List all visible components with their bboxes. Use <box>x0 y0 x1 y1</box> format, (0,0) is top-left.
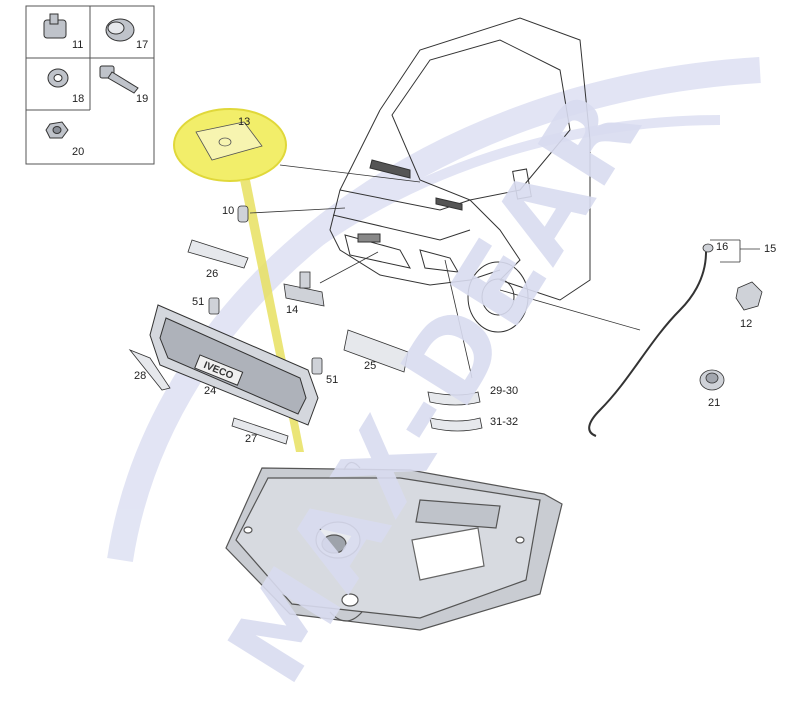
inset-label-11: 11 <box>72 39 84 51</box>
callout-16: 16 <box>716 241 729 253</box>
inset-label-19: 19 <box>136 93 149 105</box>
leader-lines <box>249 164 760 379</box>
callout-10: 10 <box>222 205 235 217</box>
cable-clip <box>735 281 763 311</box>
lock-bracket <box>283 271 325 307</box>
callout-21: 21 <box>708 397 721 409</box>
bump-stop-part <box>237 205 249 223</box>
clip-part-b <box>311 357 323 375</box>
callout-27: 27 <box>245 433 258 445</box>
callout-26: 26 <box>206 268 219 280</box>
latch-plate-large <box>225 461 563 631</box>
bolt-icon <box>99 65 139 94</box>
callout-51-a: 51 <box>192 296 205 308</box>
callout-28: 28 <box>134 370 147 382</box>
clip-part-a <box>208 297 220 315</box>
washer-icon <box>47 68 69 88</box>
callout-31-32: 31-32 <box>490 416 519 428</box>
inset-label-18: 18 <box>72 93 85 105</box>
callout-12: 12 <box>740 318 753 330</box>
latch-plate-thumbnail <box>195 121 263 161</box>
headlamp-trim <box>427 391 483 432</box>
front-grille <box>149 304 319 426</box>
grommet-part <box>699 369 725 391</box>
bolt-clip-icon <box>43 13 67 39</box>
inset-label-17: 17 <box>136 39 149 51</box>
lower-seal-strip <box>231 417 289 445</box>
watermark-swoosh <box>107 57 761 562</box>
callout-25: 25 <box>364 360 377 372</box>
callout-51-b: 51 <box>326 374 339 386</box>
inset-label-20: 20 <box>72 146 85 158</box>
nut-icon <box>45 121 69 139</box>
callout-24: 24 <box>204 385 217 397</box>
parts-diagram <box>25 5 763 631</box>
inset-parts-table <box>25 5 155 165</box>
callout-14: 14 <box>286 304 299 316</box>
cable-end <box>702 243 714 253</box>
callout-13: 13 <box>238 116 251 128</box>
upper-seal-strip <box>187 239 249 269</box>
seal-strip <box>343 329 409 373</box>
callout-29-30: 29-30 <box>490 385 519 397</box>
side-trim <box>128 349 171 391</box>
release-cable <box>588 251 707 437</box>
callout-15: 15 <box>764 243 777 255</box>
cap-plug-icon <box>105 18 135 42</box>
van-outline <box>329 17 591 333</box>
